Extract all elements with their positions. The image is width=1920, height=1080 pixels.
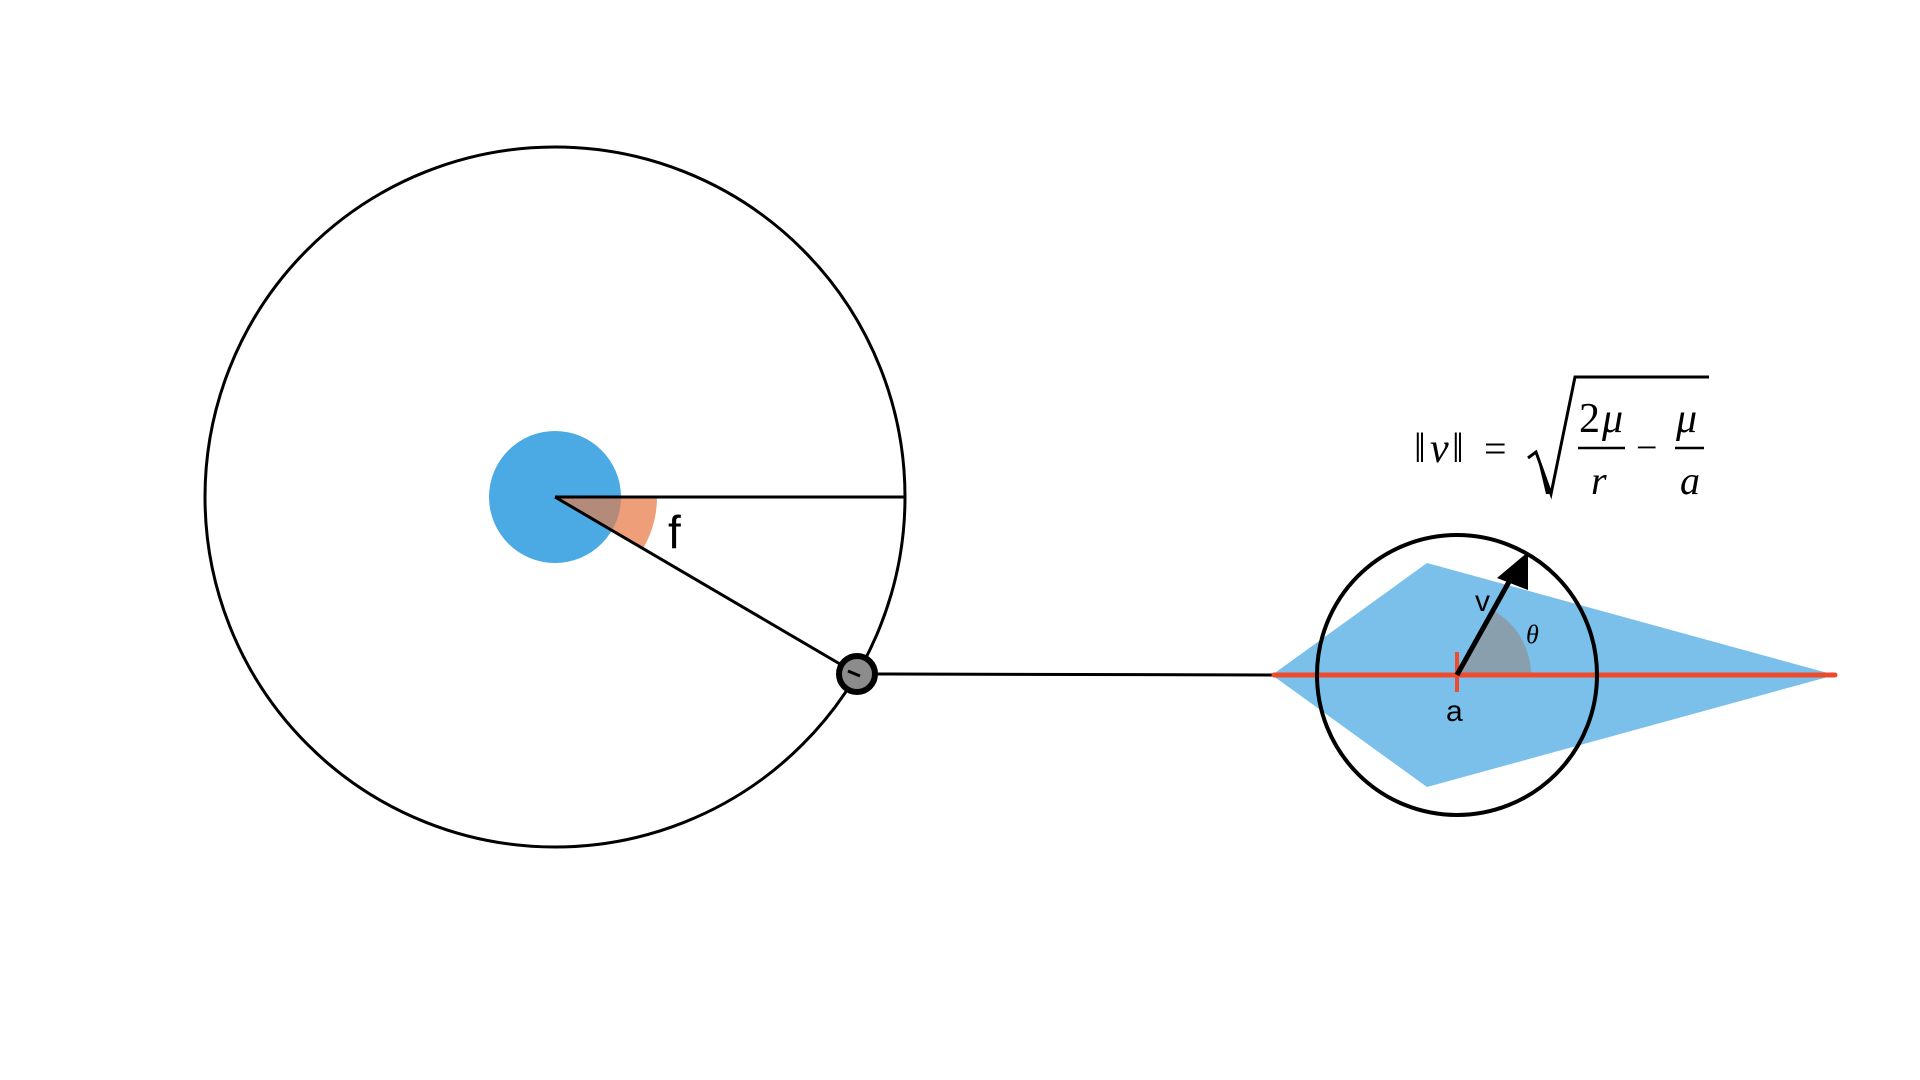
satellite-radius-line <box>554 495 858 676</box>
formula-minus: − <box>1636 427 1657 469</box>
velocity-label: v <box>1475 585 1490 618</box>
formula-term1-coef: 2 <box>1579 396 1600 442</box>
vis-viva-formula: ‖ v ‖ = 2 μ r − μ a <box>1414 375 1709 503</box>
connector-line <box>872 672 1273 677</box>
velocity-circle <box>1315 533 1599 817</box>
theta-angle-wedge <box>1457 609 1531 675</box>
semi-major-label: a <box>1446 695 1463 728</box>
formula-equals: = <box>1484 426 1507 471</box>
arrow-icon <box>1454 552 1528 677</box>
formula-term1-mu: μ <box>1601 396 1623 442</box>
formula-norm-left: ‖ <box>1414 426 1426 472</box>
formula-lhs-var: v <box>1430 426 1449 472</box>
true-anomaly-label: f <box>668 506 681 558</box>
formula-norm-right: ‖ <box>1452 426 1464 472</box>
satellite-circle-icon <box>836 653 878 695</box>
formula-term2-den: a <box>1680 458 1700 503</box>
theta-label: θ <box>1526 620 1539 649</box>
formula-term2-num: μ <box>1675 396 1697 442</box>
formula-term1-den: r <box>1591 458 1607 503</box>
